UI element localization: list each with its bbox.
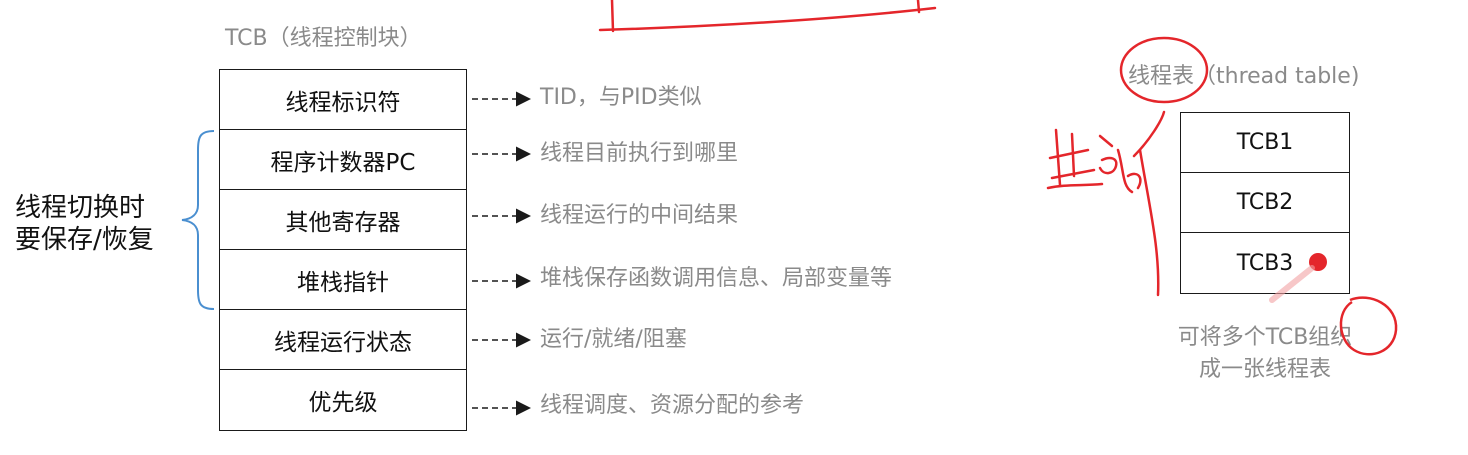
thread-table-row: TCB1: [1181, 113, 1349, 173]
dashed-arrows: [472, 91, 531, 416]
desc-other-registers: 线程运行的中间结果: [540, 203, 739, 228]
handwritten-circle-note: [1339, 296, 1398, 356]
desc-thread-id: TID，与PID类似: [540, 85, 702, 110]
tcb-title: TCB（线程控制块）: [225, 26, 422, 51]
note-line1: 可将多个TCB组织: [1177, 325, 1353, 350]
handwritten-top-marks: [598, 0, 937, 33]
tcb-field-stack-pointer: 堆栈指针: [220, 250, 466, 310]
note-line2: 成一张线程表: [1198, 357, 1331, 382]
thread-table-title: 线程表（thread table): [1128, 64, 1360, 89]
handwritten-circle-thread-table: [1119, 36, 1209, 104]
desc-program-counter: 线程目前执行到哪里: [540, 141, 739, 166]
thread-table-row: TCB2: [1181, 173, 1349, 233]
side-label-line1: 线程切换时: [15, 193, 146, 223]
tcb-table: 线程标识符 程序计数器PC 其他寄存器 堆栈指针 线程运行状态 优先级: [219, 69, 467, 431]
tcb-field-thread-id: 线程标识符: [220, 70, 466, 130]
thread-table-note: 可将多个TCB组织 成一张线程表: [1150, 322, 1380, 386]
desc-priority: 线程调度、资源分配的参考: [540, 393, 805, 418]
tcb-field-program-counter: 程序计数器PC: [220, 130, 466, 190]
curly-bracket: [181, 130, 215, 310]
switch-save-restore-label: 线程切换时 要保存/恢复: [15, 192, 154, 256]
tcb-field-priority: 优先级: [308, 390, 378, 416]
desc-run-state: 运行/就绪/阻塞: [540, 327, 687, 352]
handwritten-scribble: [1046, 110, 1166, 297]
side-label-line2: 要保存/恢复: [15, 225, 154, 255]
tcb-field-run-state: 线程运行状态: [220, 310, 466, 370]
desc-stack-pointer: 堆栈保存函数调用信息、局部变量等: [540, 266, 893, 291]
pointer-trail: [1269, 265, 1315, 303]
thread-table-row: TCB3: [1236, 250, 1294, 276]
tcb-field-other-registers: 其他寄存器: [220, 190, 466, 250]
thread-table: TCB1 TCB2 TCB3: [1180, 112, 1350, 294]
